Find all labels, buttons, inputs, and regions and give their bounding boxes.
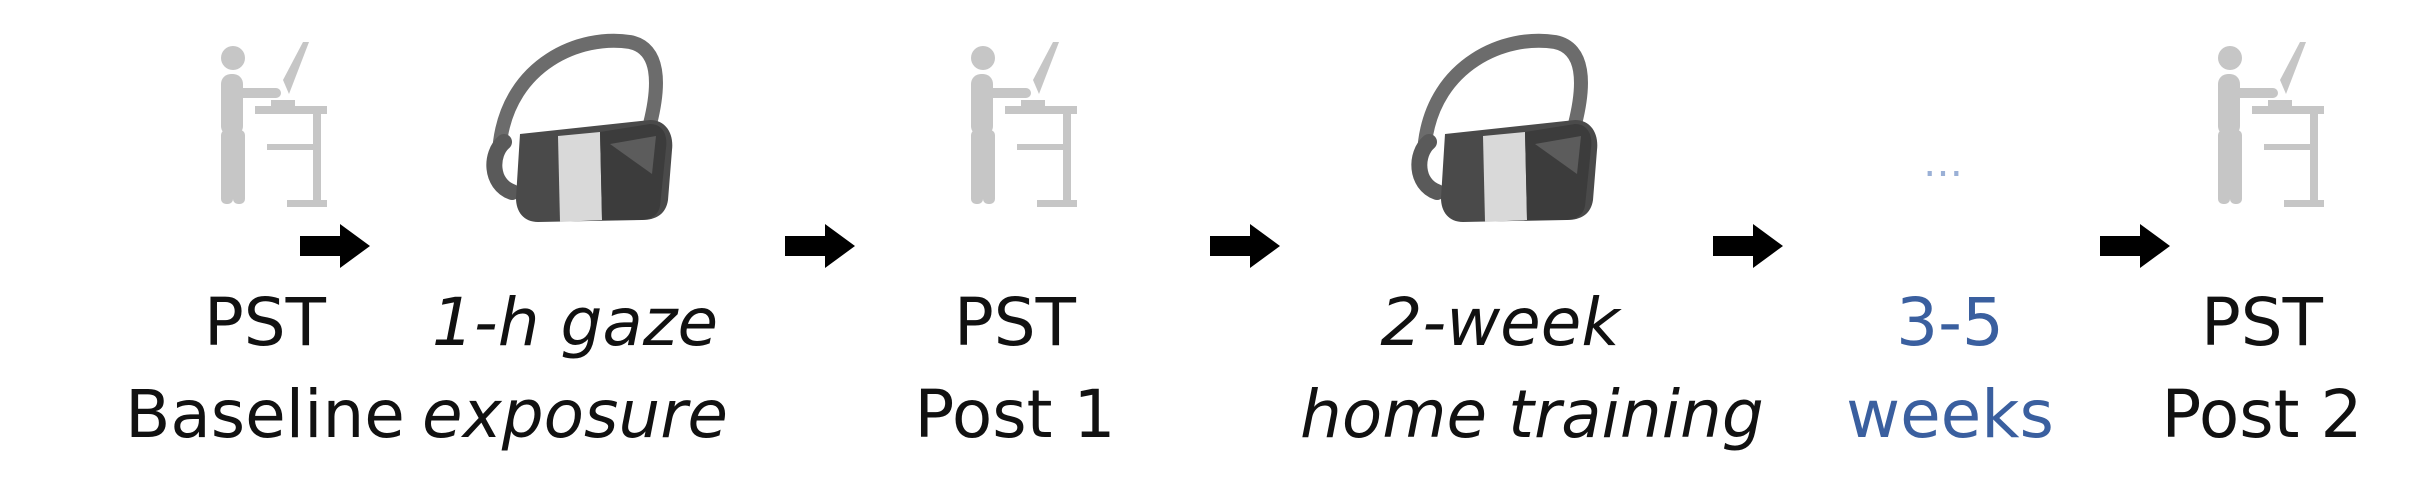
arrow-icon xyxy=(785,222,857,270)
vr-headset-icon xyxy=(385,36,765,216)
stage-pst-baseline: PST Baseline xyxy=(75,0,455,482)
arrow-icon xyxy=(300,222,372,270)
stage-label-line2: weeks xyxy=(1846,376,2054,453)
stage-interval: … 3-5 weeks xyxy=(1760,0,2140,482)
stage-pst-post1: PST Post 1 xyxy=(825,0,1205,482)
stage-label-line2: exposure xyxy=(422,376,728,453)
stage-label-line2: Post 1 xyxy=(914,376,1116,453)
stage-label-line1: 3-5 xyxy=(1896,284,2004,361)
ellipsis-icon: … xyxy=(1923,140,1977,186)
stage-pst-post2: PST Post 2 xyxy=(2112,0,2412,482)
arrow-icon xyxy=(1210,222,1282,270)
stage-label-line1: PST xyxy=(2200,284,2323,361)
stage-label-line1: 2-week xyxy=(1380,284,1620,361)
stage-label-line2: Baseline xyxy=(125,376,405,453)
stage-gaze-exposure: 1-h gaze exposure xyxy=(385,0,765,482)
arrow-icon xyxy=(2100,222,2172,270)
stage-label-line1: PST xyxy=(953,284,1076,361)
vr-headset-icon xyxy=(1300,36,1700,216)
stage-label-line1: 1-h gaze xyxy=(431,284,719,361)
standing-desk-icon xyxy=(825,36,1205,216)
stage-home-training: 2-week home training xyxy=(1300,0,1764,482)
standing-desk-icon xyxy=(2112,36,2412,216)
stage-label-line2: home training xyxy=(1300,376,1764,453)
stage-label-line1: PST xyxy=(203,284,326,361)
stage-label-line2: Post 2 xyxy=(2161,376,2363,453)
arrow-icon xyxy=(1713,222,1785,270)
